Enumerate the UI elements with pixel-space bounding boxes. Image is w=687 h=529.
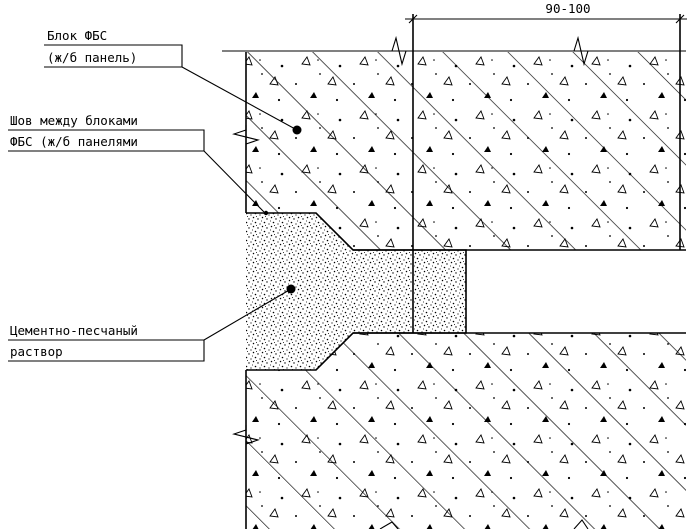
lower-fbs-block xyxy=(246,333,686,529)
leader-dot xyxy=(292,125,302,135)
callout-mortar-line2: раствор xyxy=(10,344,63,359)
callout-mortar-line1: Цементно-песчаный xyxy=(10,323,138,338)
callout-mortar: Цементно-песчаный раствор xyxy=(8,284,296,362)
dimension-label: 90-100 xyxy=(545,1,590,16)
callout-joint-line1: Шов между блоками xyxy=(10,113,138,128)
break-marks xyxy=(232,35,596,529)
callout-fbs-block-line2: (ж/б панель) xyxy=(47,50,137,65)
callout-fbs-block-line1: Блок ФБС xyxy=(47,28,107,43)
dimension-90-100: 90-100 xyxy=(405,1,687,24)
upper-fbs-block xyxy=(246,52,686,250)
callout-joint-line2: ФБС (ж/б панелями xyxy=(10,134,138,149)
callout-joint: Шов между блоками ФБС (ж/б панелями xyxy=(8,113,269,216)
leader-dot xyxy=(263,210,269,216)
leader-dot xyxy=(286,284,296,294)
callout-fbs-block: Блок ФБС (ж/б панель) xyxy=(44,28,302,135)
cement-sand-mortar xyxy=(246,212,467,371)
open-joint-gap xyxy=(466,251,687,332)
